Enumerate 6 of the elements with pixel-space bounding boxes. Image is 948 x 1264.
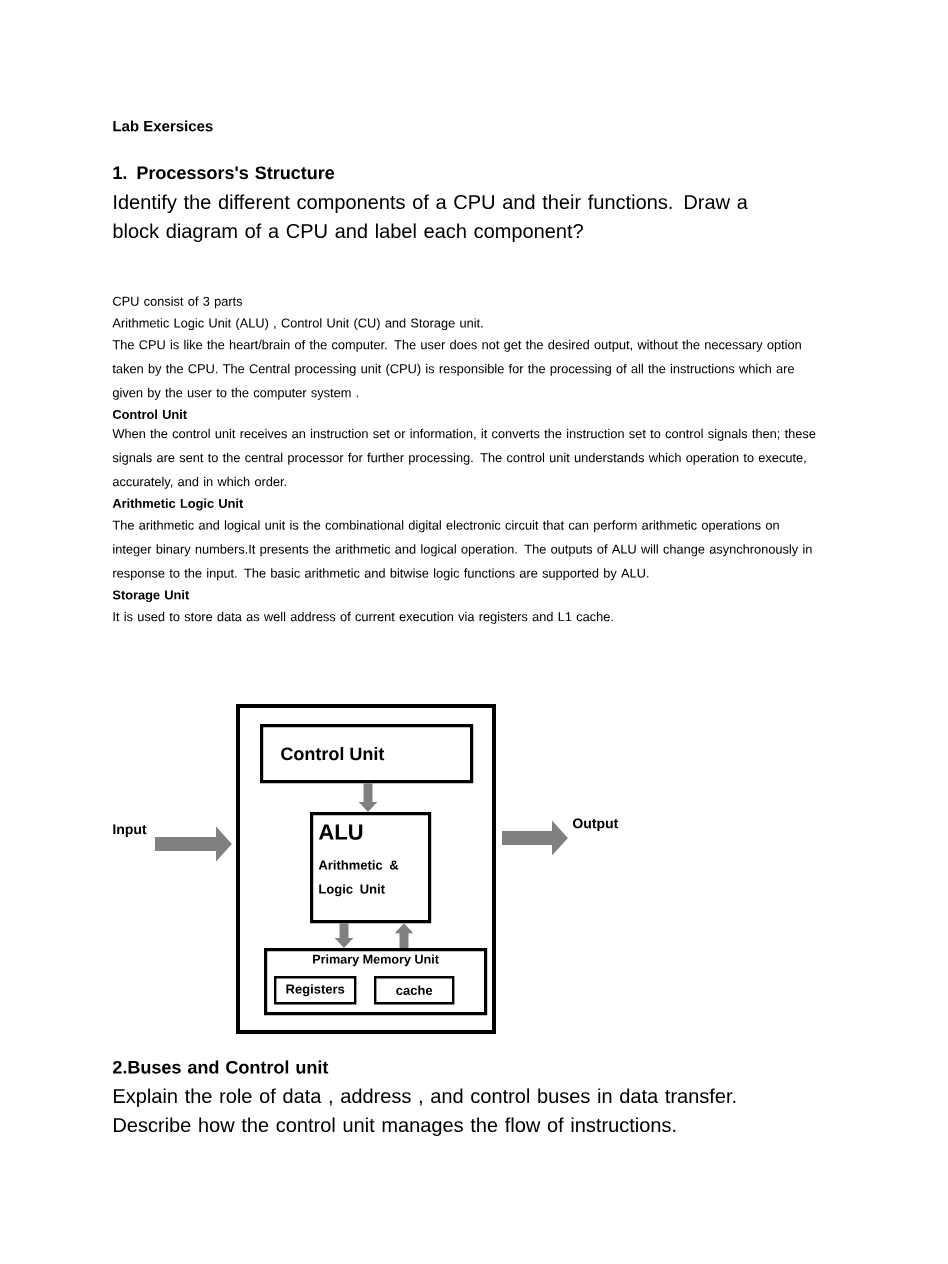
question-text: Identify the different components of a CPU and their functions. Draw a block diagram of a CPU and label each component? [113, 194, 748, 243]
cpu-box [236, 704, 496, 1034]
section-heading: 1. Processors's Structure [113, 166, 335, 180]
section-heading: 2.Buses and Control unit [113, 1060, 329, 1074]
question-text: Explain the role of data , address , and control buses in data transfer. Describe how the control unit manages the flow of instructions. [114, 1088, 736, 1137]
control-unit-box: Control Unit [260, 724, 474, 784]
